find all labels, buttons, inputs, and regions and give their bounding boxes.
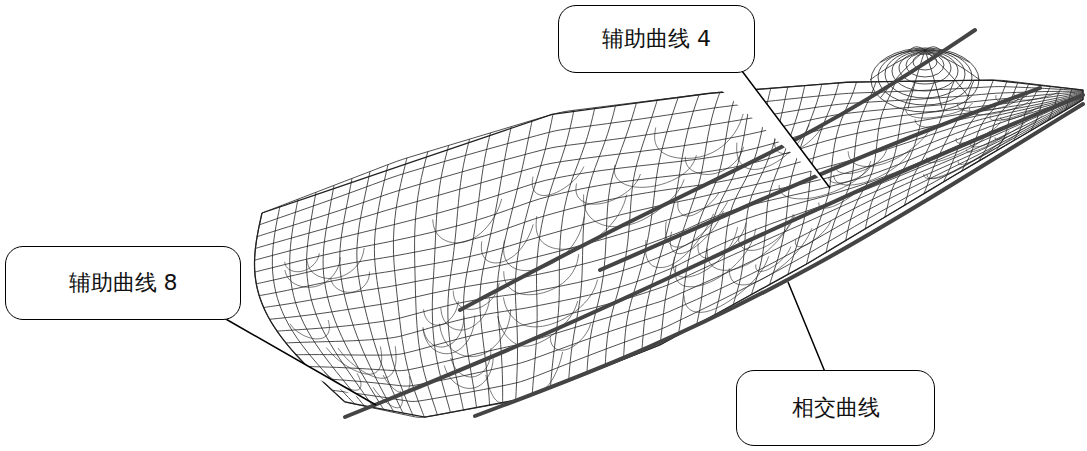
callout-label: 辅助曲线 4 <box>602 24 711 54</box>
surface-bump <box>870 47 980 112</box>
surface-outline <box>255 80 1083 417</box>
mesh-line <box>254 213 345 402</box>
mesh-arc <box>307 248 364 278</box>
mesh-arc <box>326 346 381 374</box>
bump-ring <box>892 51 958 91</box>
mesh-line <box>307 98 1083 371</box>
mesh-arc <box>503 280 597 327</box>
bump-ring <box>885 50 965 98</box>
mesh-line <box>393 158 424 417</box>
mesh-arc <box>504 254 579 295</box>
callout-bubble: 相交曲线 <box>736 370 935 446</box>
mesh-line <box>332 99 1083 401</box>
mesh-arc <box>670 211 723 254</box>
callout-pointer <box>700 71 830 188</box>
mesh-line <box>432 145 450 412</box>
mesh-arc <box>441 298 490 330</box>
mesh-arc <box>424 301 459 325</box>
mesh-line <box>415 152 438 415</box>
mesh-arc <box>729 228 812 285</box>
callout-pointer <box>180 318 376 405</box>
mesh-line <box>642 95 699 353</box>
mesh-arc <box>338 346 396 378</box>
mesh-arc <box>536 195 627 250</box>
callout-bubble: 辅助曲线 4 <box>558 5 755 73</box>
mesh-arc <box>433 199 502 243</box>
mesh-line <box>269 96 1083 320</box>
mesh-arc <box>655 114 744 159</box>
mesh-arc <box>834 150 911 185</box>
mesh-arc <box>423 316 464 347</box>
mesh-arc <box>504 217 585 271</box>
callout-bubble: 辅助曲线 8 <box>5 246 241 320</box>
callout-label: 相交曲线 <box>792 393 880 423</box>
auxiliary-curves <box>345 30 1083 417</box>
bump-line <box>908 47 925 52</box>
bump-line <box>870 50 925 80</box>
mesh-arc <box>645 214 713 268</box>
bump-ring <box>871 48 979 112</box>
mesh-line <box>286 97 1083 343</box>
mesh-arc <box>423 315 475 353</box>
auxiliary-curve <box>345 95 1083 417</box>
mesh-arc <box>439 309 510 357</box>
mesh-line <box>290 199 365 406</box>
mesh-arc <box>576 174 640 204</box>
mesh-arc <box>990 105 1043 121</box>
mesh-arc <box>756 247 791 272</box>
mesh-arc <box>795 221 830 247</box>
mesh-arc <box>331 272 370 293</box>
bump-ring <box>899 52 951 84</box>
mesh-line <box>623 97 678 359</box>
mesh-line <box>296 98 1083 356</box>
mesh-arc <box>614 155 696 187</box>
mesh-line <box>277 96 1083 331</box>
mesh-arc <box>665 201 727 247</box>
bump-line <box>881 50 925 62</box>
mesh-line <box>374 165 413 417</box>
mesh-arc <box>481 224 533 263</box>
mesh-arc <box>285 253 320 271</box>
callout-label: 辅助曲线 8 <box>69 268 178 298</box>
bump-line <box>881 50 925 98</box>
mesh-line <box>255 92 1083 249</box>
mesh-arc <box>835 149 887 173</box>
callout-tails <box>180 71 830 405</box>
mesh-line <box>257 91 1083 236</box>
bump-ring <box>878 49 972 105</box>
mesh-line <box>256 94 1083 284</box>
mesh-line <box>340 178 394 412</box>
bump-line <box>908 50 925 109</box>
mesh-line <box>259 94 1083 295</box>
mesh-arc <box>486 352 563 403</box>
mesh-arc <box>707 214 793 270</box>
surface-mesh <box>254 80 1083 417</box>
callout-pointer <box>775 282 825 372</box>
mesh-arc <box>453 283 499 309</box>
mesh-arc <box>285 257 341 287</box>
mesh-arc <box>290 320 329 339</box>
